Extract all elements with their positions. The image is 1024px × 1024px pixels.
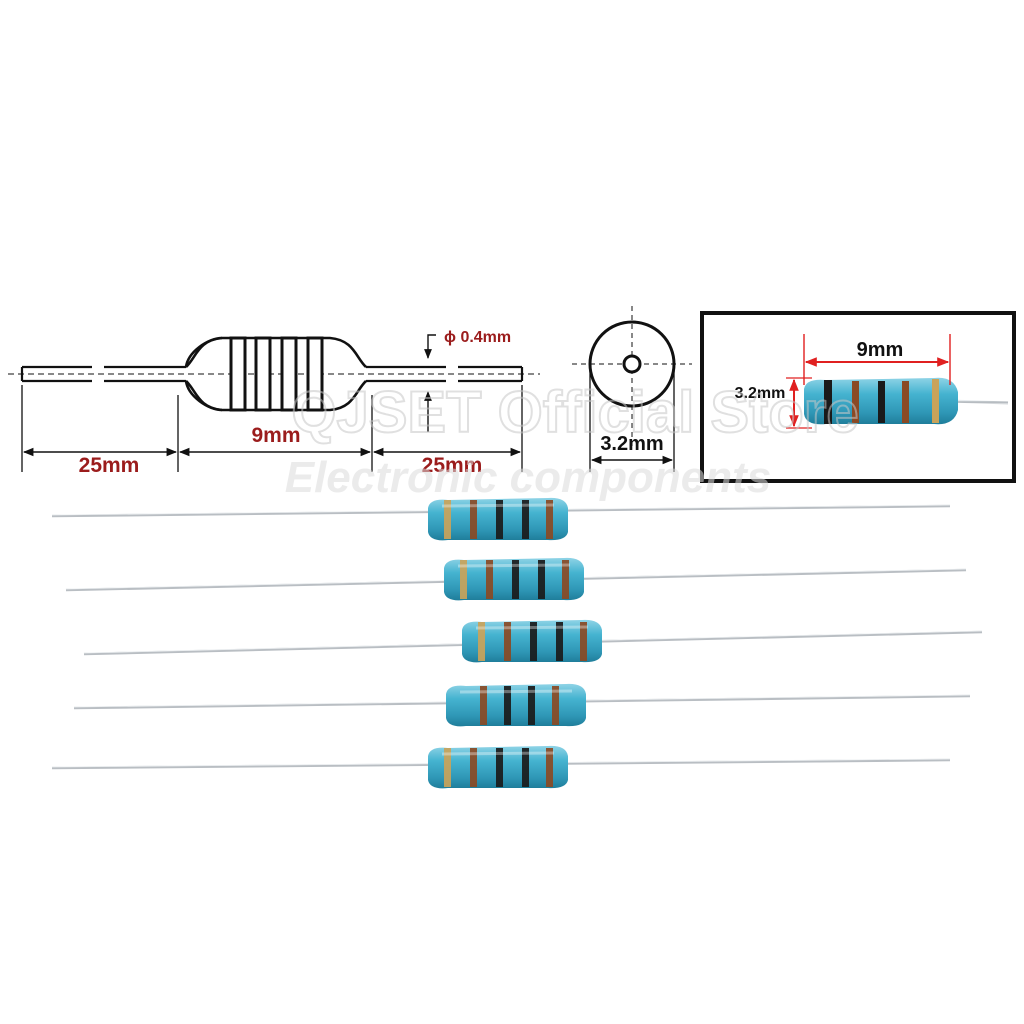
color-band: [546, 748, 553, 787]
inset-band: [852, 381, 859, 423]
inset-band: [878, 381, 885, 423]
lead-diameter-label: ϕ 0.4mm: [444, 329, 511, 346]
drawing-band: [306, 336, 324, 412]
watermark-subtitle: Electronic components: [285, 453, 772, 502]
lead-diameter-dimension: [416, 334, 446, 432]
resistor-body-outline: [185, 336, 367, 412]
end-view-lead-circle: [622, 354, 642, 374]
color-band: [504, 686, 511, 725]
side-view-drawing: 25mm 9mm 25mm ϕ 0.4mm: [8, 329, 540, 477]
color-band: [512, 560, 519, 599]
resistor-photo: [51, 497, 951, 541]
color-band: [562, 560, 569, 599]
color-band: [530, 622, 537, 661]
end-view-body-circle: [588, 320, 676, 408]
left-lead-length-label: 25mm: [79, 454, 140, 477]
resistor-photo: [65, 557, 967, 601]
color-band: [444, 748, 451, 787]
color-band: [528, 686, 535, 725]
drawing-band: [254, 336, 272, 412]
end-view-drawing: 3.2mm: [572, 306, 692, 472]
color-band: [556, 622, 563, 661]
color-band: [522, 748, 529, 787]
color-band: [546, 500, 553, 539]
body-diameter-label: 3.2mm: [600, 433, 663, 455]
inset-diameter-label: 3.2mm: [735, 385, 786, 402]
resistor-photo: [73, 683, 971, 727]
resistor-photo: [83, 619, 983, 663]
color-band: [470, 500, 477, 539]
inset-band: [824, 380, 832, 424]
color-band: [496, 500, 503, 539]
inset-band: [932, 379, 939, 423]
color-band: [460, 560, 467, 599]
color-band: [552, 686, 559, 725]
color-band: [496, 748, 503, 787]
drawing-band: [280, 336, 298, 412]
inset-band: [902, 381, 909, 423]
right-lead-length-label: 25mm: [422, 454, 483, 477]
watermark-store-name: QJSET Official Store: [291, 380, 858, 445]
drawing-band: [229, 336, 247, 412]
color-band: [580, 622, 587, 661]
color-band: [470, 748, 477, 787]
color-band: [522, 500, 529, 539]
color-band: [504, 622, 511, 661]
color-band: [538, 560, 545, 599]
inset-length-label: 9mm: [857, 339, 904, 361]
color-band: [478, 622, 485, 661]
watermark: QJSET Official Store Electronic componen…: [285, 379, 860, 502]
color-band: [444, 500, 451, 539]
resistor-photo-group: [51, 497, 983, 789]
photo-inset: 9mm 3.2mm: [700, 311, 1016, 483]
color-band: [486, 560, 493, 599]
left-lead: [20, 365, 186, 383]
color-band: [480, 686, 487, 725]
body-length-label: 9mm: [251, 424, 300, 447]
resistor-photo: [51, 745, 951, 789]
drawing-bands: [229, 336, 324, 412]
